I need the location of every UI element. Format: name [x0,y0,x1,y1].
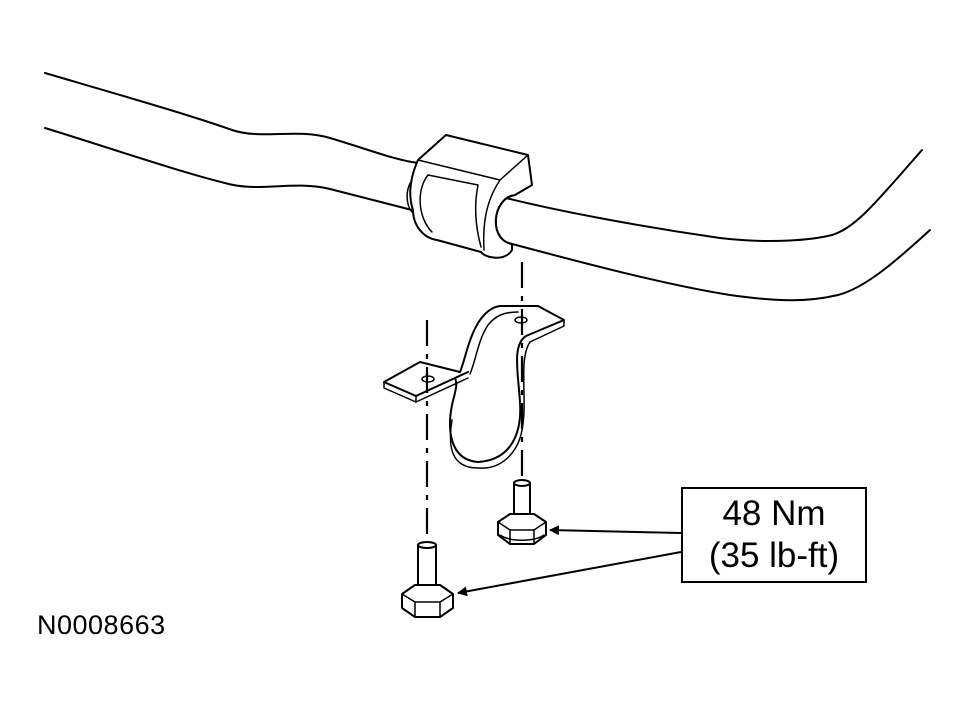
torque-callout-box: 48 Nm (35 lb-ft) [681,487,867,583]
callout-leaders [457,525,682,597]
bracket [383,305,565,469]
figure-id-label: N0008663 [37,610,166,640]
leader-arrow-upper [549,525,682,536]
torque-imperial-label: (35 lb-ft) [708,536,840,575]
bolt-right [497,479,547,545]
bolt-left [401,541,454,618]
leader-arrow-lower [457,551,682,597]
bolt-centerlines [425,262,524,538]
bushing [406,134,533,259]
torque-metric-label: 48 Nm [722,494,826,533]
